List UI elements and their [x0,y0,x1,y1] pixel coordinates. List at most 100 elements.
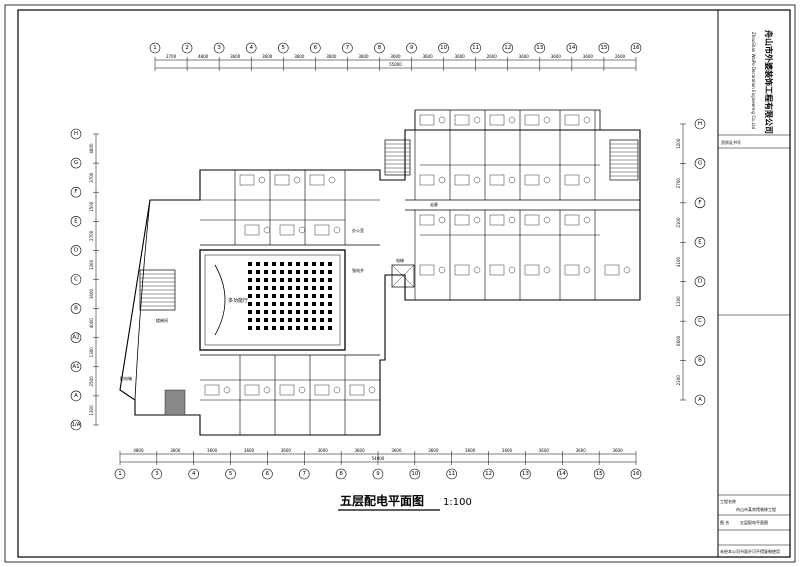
hall-seat [304,278,308,282]
hall-seat [272,278,276,282]
top-dim: 3600 [294,54,305,59]
hall-seat [328,318,332,322]
hall-seat [312,310,316,314]
hall-seat [264,326,268,330]
hall-seat [256,302,260,306]
room-label-hall: 多功能厅 [228,297,248,304]
hall-seat [296,326,300,330]
top-axis-circle [534,42,546,54]
top-axis-circle [149,42,161,54]
hall-seat [248,286,252,290]
hall-seat [264,302,268,306]
hall-seat [328,278,332,282]
bottom-axis-circle [446,468,458,480]
chair [298,386,306,394]
hall-seat [296,270,300,274]
hall-seat [264,270,268,274]
bottom-axis-label: 14 [559,471,566,477]
hall-seat [288,310,292,314]
top-axis-circle [566,42,578,54]
chair [543,116,551,124]
hall-seat [256,286,260,290]
bottom-axis-circle [114,468,126,480]
hall-seat [280,302,284,306]
bottom-axis-label: 15 [596,471,603,477]
left-dim: 4800 [89,143,94,154]
bed [489,174,505,186]
hall-seating [214,262,332,336]
hall-seat [280,310,284,314]
bottom-axis-circle [483,468,494,480]
hall-seat [312,278,316,282]
top-axis-circle [245,42,257,54]
hall-seat [288,326,292,330]
top-axis-circle [374,42,385,54]
top-total: 55000 [389,62,402,67]
top-axis-label: 4 [249,45,253,51]
bottom-axis-circle [335,468,347,480]
bottom-axis-label: 11 [448,471,455,477]
hall-seat [256,294,260,298]
left-axis-label: A2 [72,335,79,341]
left-axis-circle [70,361,82,373]
left-axis-circle [70,245,82,256]
hall-seat [320,278,324,282]
hall-seat [256,270,260,274]
left-dim: 1600 [89,289,94,300]
bed [454,264,470,276]
chair [223,386,231,394]
bottom-axis-circle [262,468,273,480]
chair [293,176,301,184]
top-axis-circle [502,42,514,54]
left-axis-circle [70,216,82,227]
hall-seat [320,270,324,274]
right-axis-circle [694,276,706,288]
left-axis-label: A [74,393,78,399]
left-axis-circle [70,157,82,169]
chair [543,216,551,224]
hall-seat [296,302,300,306]
hall-seat [288,302,292,306]
left-dim: 4000 [89,318,94,329]
room-label-electric: 强电井 [352,267,364,273]
chair [473,176,481,184]
chair [583,176,591,184]
hall-seat [328,270,332,274]
bottom-dim: 3600 [207,448,218,453]
bed [564,214,580,226]
hall-seat [256,262,260,266]
chair [258,176,266,184]
room-label-office: 办公室 [352,227,364,233]
hall-seat [304,318,308,322]
bottom-total: 54000 [372,456,385,461]
bottom-dim: 3600 [502,448,513,453]
hall-seat [304,270,308,274]
hall-seat [264,310,268,314]
chair [508,216,516,224]
hall-seat [304,286,308,290]
bed [419,114,435,126]
chair [298,226,306,234]
chair [438,216,446,224]
grid-left: H4800G3700F1500E2700D1300C1600B4000A2130… [70,128,99,431]
hall-seat [312,302,316,306]
right-axis-label: F [698,200,701,206]
bottom-axis-label: 7 [303,471,307,477]
hall-seat [296,278,300,282]
chair [583,116,591,124]
chair [473,266,481,274]
bottom-axis-label: 8 [339,471,343,477]
bed [279,384,295,396]
chair [368,386,376,394]
bed [314,224,330,236]
hall-seat [272,286,276,290]
chair [438,116,446,124]
hall-seat [264,278,268,282]
chair [508,176,516,184]
hall-seat [248,310,252,314]
hall-seat [288,294,292,298]
top-axis-label: 7 [346,45,350,51]
hall-seat [248,270,252,274]
top-dim: 4800 [198,54,209,59]
